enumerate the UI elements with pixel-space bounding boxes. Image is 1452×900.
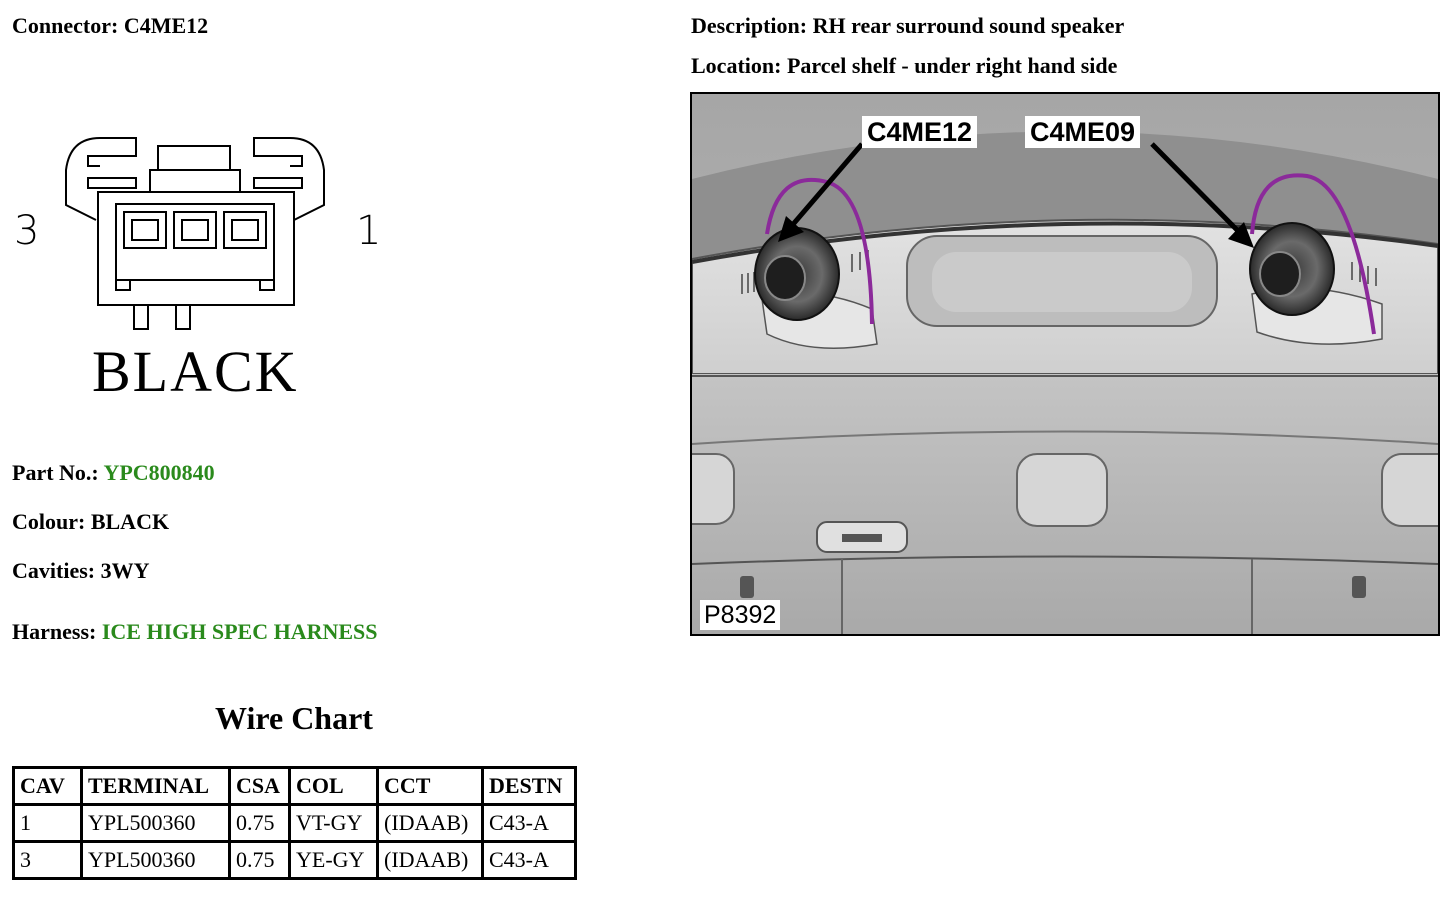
location-photo: C4ME12 C4ME09 P8392 [690, 92, 1440, 636]
part-no-label: Part No.: [12, 460, 99, 485]
harness-link[interactable]: ICE HIGH SPEC HARNESS [101, 619, 378, 644]
header-cct: CCT [376, 766, 484, 806]
cell-csa: 0.75 [228, 840, 291, 880]
cell-cav: 1 [12, 803, 83, 843]
cell-cct: (IDAAB) [376, 803, 484, 843]
pin-1-label: 1 [356, 208, 382, 254]
wire-chart-table: CAV TERMINAL CSA COL CCT DESTN 1 YPL5003… [12, 766, 577, 880]
pin-3-label: 3 [14, 208, 40, 254]
cell-destn: C43-A [481, 840, 577, 880]
callout-c4me09: C4ME09 [1025, 116, 1141, 148]
connector-label: Connector: [12, 13, 119, 38]
header-cav: CAV [12, 766, 83, 806]
connector-face-diagram [65, 137, 325, 330]
header-destn: DESTN [481, 766, 577, 806]
location-field: Location: Parcel shelf - under right han… [691, 53, 1117, 79]
harness-field: Harness: ICE HIGH SPEC HARNESS [12, 619, 378, 645]
cell-col: VT-GY [288, 803, 379, 843]
colour-field: Colour: BLACK [12, 509, 169, 535]
cell-csa: 0.75 [228, 803, 291, 843]
colour-value: BLACK [90, 509, 170, 534]
callout-c4me12: C4ME12 [862, 116, 978, 148]
cavities-field: Cavities: 3WY [12, 558, 149, 584]
harness-label: Harness: [12, 619, 97, 644]
header-col: COL [288, 766, 379, 806]
diagram-colour-label: BLACK [92, 339, 299, 404]
wire-chart-title: Wire Chart [215, 700, 373, 736]
header-terminal: TERMINAL [80, 766, 231, 806]
cell-cav: 3 [12, 840, 83, 880]
description-value: RH rear surround sound speaker [812, 13, 1125, 38]
location-label: Location: [691, 53, 782, 78]
cavities-value: 3WY [100, 558, 150, 583]
part-no-field: Part No.: YPC800840 [12, 460, 215, 486]
wire-chart-header-row: CAV TERMINAL CSA COL CCT DESTN [12, 766, 577, 806]
table-row: 3 YPL500360 0.75 YE-GY (IDAAB) C43-A [12, 840, 577, 880]
description-label: Description: [691, 13, 808, 38]
cell-col: YE-GY [288, 840, 379, 880]
cell-terminal: YPL500360 [80, 840, 231, 880]
part-no-link[interactable]: YPC800840 [103, 460, 215, 485]
table-row: 1 YPL500360 0.75 VT-GY (IDAAB) C43-A [12, 803, 577, 843]
colour-label: Colour: [12, 509, 86, 534]
cell-terminal: YPL500360 [80, 803, 231, 843]
parcel-shelf-illustration [692, 94, 1438, 634]
connector-field: Connector: C4ME12 [12, 13, 208, 39]
location-value: Parcel shelf - under right hand side [786, 53, 1118, 78]
header-csa: CSA [228, 766, 291, 806]
cavities-label: Cavities: [12, 558, 96, 583]
description-field: Description: RH rear surround sound spea… [691, 13, 1124, 39]
connector-value: C4ME12 [123, 13, 209, 38]
cell-cct: (IDAAB) [376, 840, 484, 880]
figure-reference: P8392 [700, 600, 781, 630]
cell-destn: C43-A [481, 803, 577, 843]
